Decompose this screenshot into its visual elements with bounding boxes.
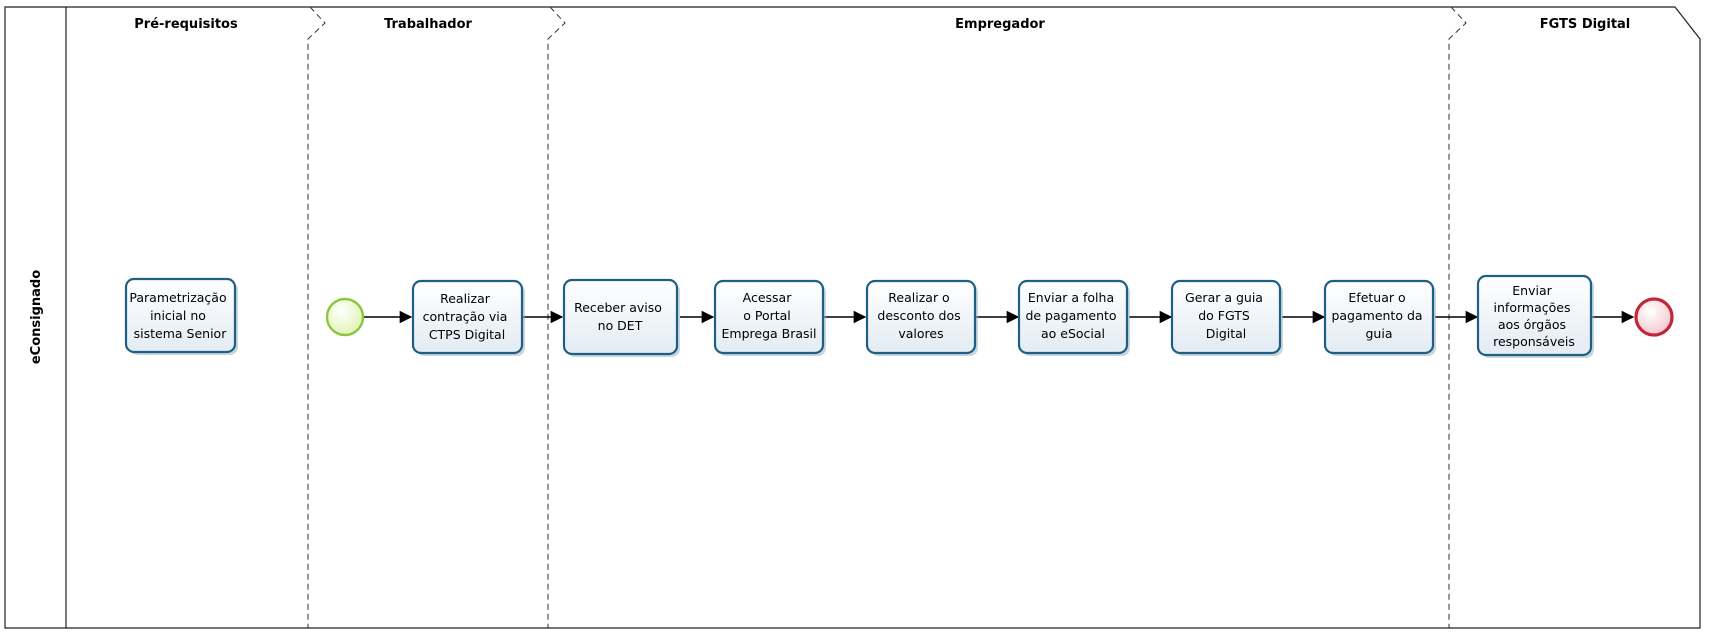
task-label: Realizar contração via CTPS Digital	[423, 291, 512, 342]
task-label: Enviar informações aos órgãos responsáve…	[1493, 283, 1575, 349]
task-label: Enviar a folha de pagamento ao eSocial	[1025, 290, 1120, 341]
lane-separator-1	[307, 6, 326, 628]
start-event[interactable]	[325, 297, 365, 337]
task-label: Parametrização inicial no sistema Senior	[129, 290, 230, 341]
task-label: Acessar o Portal Emprega Brasil	[722, 290, 817, 341]
lane-title-empregador: Empregador	[955, 17, 1045, 32]
lane-separator-3	[1448, 6, 1467, 628]
task-realizar-contracao[interactable]: Realizar contração via CTPS Digital	[411, 279, 525, 356]
lane-title-trabalhador: Trabalhador	[384, 17, 472, 32]
task-gerar-guia[interactable]: Gerar a guia do FGTS Digital	[1170, 279, 1283, 356]
task-enviar-informacoes[interactable]: Enviar informações aos órgãos responsáve…	[1476, 274, 1594, 358]
lane-title-fgts-digital: FGTS Digital	[1540, 17, 1631, 32]
lane-title-pre-requisitos: Pré-requisitos	[134, 17, 238, 32]
task-realizar-desconto[interactable]: Realizar o desconto dos valores	[865, 279, 978, 356]
task-enviar-folha[interactable]: Enviar a folha de pagamento ao eSocial	[1017, 279, 1130, 356]
lane-separator-2	[547, 6, 566, 628]
task-label: Realizar o desconto dos valores	[877, 290, 964, 341]
task-label: Receber aviso no DET	[574, 300, 666, 333]
lane-separator-4	[1674, 6, 1701, 40]
task-efetuar-pagamento[interactable]: Efetuar o pagamento da guia	[1323, 279, 1436, 356]
end-event[interactable]	[1634, 297, 1674, 337]
task-receber-aviso[interactable]: Receber aviso no DET	[562, 278, 680, 357]
task-acessar-portal[interactable]: Acessar o Portal Emprega Brasil	[713, 279, 826, 356]
pool-label: eConsignado	[29, 270, 44, 364]
task-parametrizacao[interactable]: Parametrização inicial no sistema Senior	[124, 277, 238, 355]
task-label: Gerar a guia do FGTS Digital	[1185, 290, 1267, 341]
pool-outline	[4, 6, 1701, 629]
task-label: Efetuar o pagamento da guia	[1331, 290, 1426, 341]
